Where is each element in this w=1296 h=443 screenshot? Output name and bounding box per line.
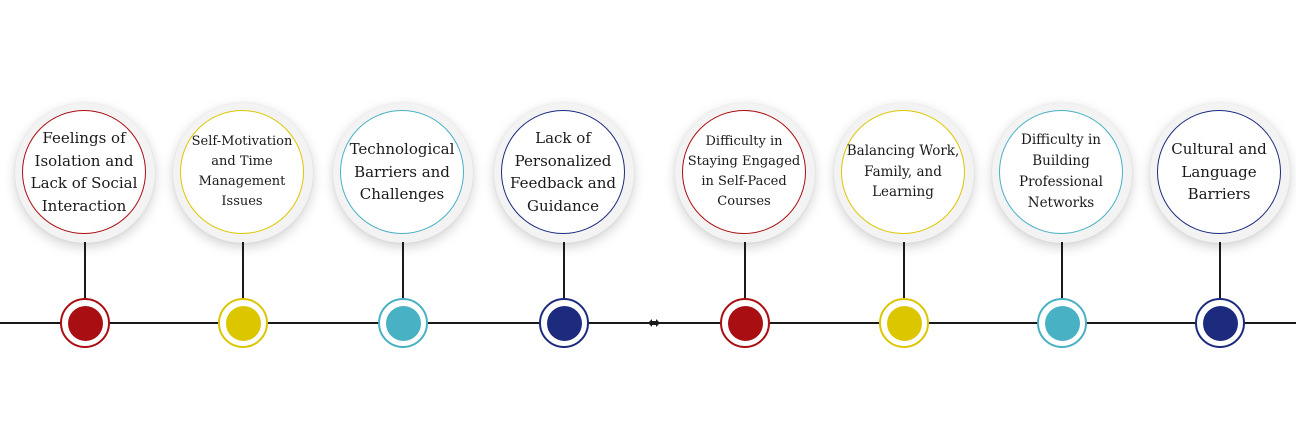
node-label: Difficulty in Staying Engaged in Self-Pa… bbox=[687, 133, 801, 210]
node-bubble: Cultural and Language Barriers bbox=[1150, 103, 1290, 243]
node-bubble: Difficulty in Staying Engaged in Self-Pa… bbox=[675, 103, 815, 243]
timeline-node-7: Difficulty in Building Professional Netw… bbox=[992, 0, 1132, 443]
node-stem bbox=[84, 242, 86, 298]
node-marker bbox=[539, 298, 589, 348]
node-marker bbox=[1195, 298, 1245, 348]
node-bubble-ring: Balancing Work, Family, and Learning bbox=[841, 110, 965, 234]
timeline-node-5: Difficulty in Staying Engaged in Self-Pa… bbox=[675, 0, 815, 443]
node-bubble-ring: Difficulty in Building Professional Netw… bbox=[999, 110, 1123, 234]
node-label: Technological Barriers and Challenges bbox=[349, 140, 455, 204]
node-marker bbox=[218, 298, 268, 348]
node-marker bbox=[720, 298, 770, 348]
node-marker-fill bbox=[226, 306, 261, 341]
node-label: Lack of Personalized Feedback and Guidan… bbox=[510, 129, 616, 215]
node-bubble-ring: Cultural and Language Barriers bbox=[1157, 110, 1281, 234]
node-bubble: Feelings of Isolation and Lack of Social… bbox=[15, 103, 155, 243]
node-marker bbox=[378, 298, 428, 348]
node-bubble-ring: Technological Barriers and Challenges bbox=[340, 110, 464, 234]
node-stem bbox=[242, 242, 244, 298]
node-label: Balancing Work, Family, and Learning bbox=[846, 142, 960, 201]
node-label: Difficulty in Building Professional Netw… bbox=[1018, 132, 1103, 211]
node-marker-fill bbox=[68, 306, 103, 341]
node-stem bbox=[903, 242, 905, 298]
timeline-node-2: Self-Motivation and Time Management Issu… bbox=[173, 0, 313, 443]
node-label: Cultural and Language Barriers bbox=[1171, 140, 1267, 204]
node-marker-fill bbox=[1203, 306, 1238, 341]
node-label: Self-Motivation and Time Management Issu… bbox=[191, 133, 293, 210]
node-stem bbox=[402, 242, 404, 298]
node-bubble: Balancing Work, Family, and Learning bbox=[834, 103, 974, 243]
node-marker bbox=[1037, 298, 1087, 348]
node-marker-fill bbox=[547, 306, 582, 341]
node-marker-fill bbox=[887, 306, 922, 341]
node-bubble: Difficulty in Building Professional Netw… bbox=[992, 103, 1132, 243]
node-stem bbox=[563, 242, 565, 298]
timeline-center-marker bbox=[648, 319, 660, 327]
node-stem bbox=[744, 242, 746, 298]
node-marker bbox=[879, 298, 929, 348]
timeline-node-1: Feelings of Isolation and Lack of Social… bbox=[15, 0, 155, 443]
node-bubble-ring: Lack of Personalized Feedback and Guidan… bbox=[501, 110, 625, 234]
node-label: Feelings of Isolation and Lack of Social… bbox=[30, 129, 138, 215]
node-bubble-ring: Difficulty in Staying Engaged in Self-Pa… bbox=[682, 110, 806, 234]
timeline-node-6: Balancing Work, Family, and Learning bbox=[834, 0, 974, 443]
node-bubble-ring: Feelings of Isolation and Lack of Social… bbox=[22, 110, 146, 234]
node-bubble: Lack of Personalized Feedback and Guidan… bbox=[494, 103, 634, 243]
node-marker-fill bbox=[1045, 306, 1080, 341]
node-marker bbox=[60, 298, 110, 348]
node-bubble-ring: Self-Motivation and Time Management Issu… bbox=[180, 110, 304, 234]
timeline-node-4: Lack of Personalized Feedback and Guidan… bbox=[494, 0, 634, 443]
node-bubble: Technological Barriers and Challenges bbox=[333, 103, 473, 243]
node-bubble: Self-Motivation and Time Management Issu… bbox=[173, 103, 313, 243]
node-stem bbox=[1061, 242, 1063, 298]
node-marker-fill bbox=[728, 306, 763, 341]
node-stem bbox=[1219, 242, 1221, 298]
timeline-node-3: Technological Barriers and Challenges bbox=[333, 0, 473, 443]
timeline-node-8: Cultural and Language Barriers bbox=[1150, 0, 1290, 443]
node-marker-fill bbox=[386, 306, 421, 341]
